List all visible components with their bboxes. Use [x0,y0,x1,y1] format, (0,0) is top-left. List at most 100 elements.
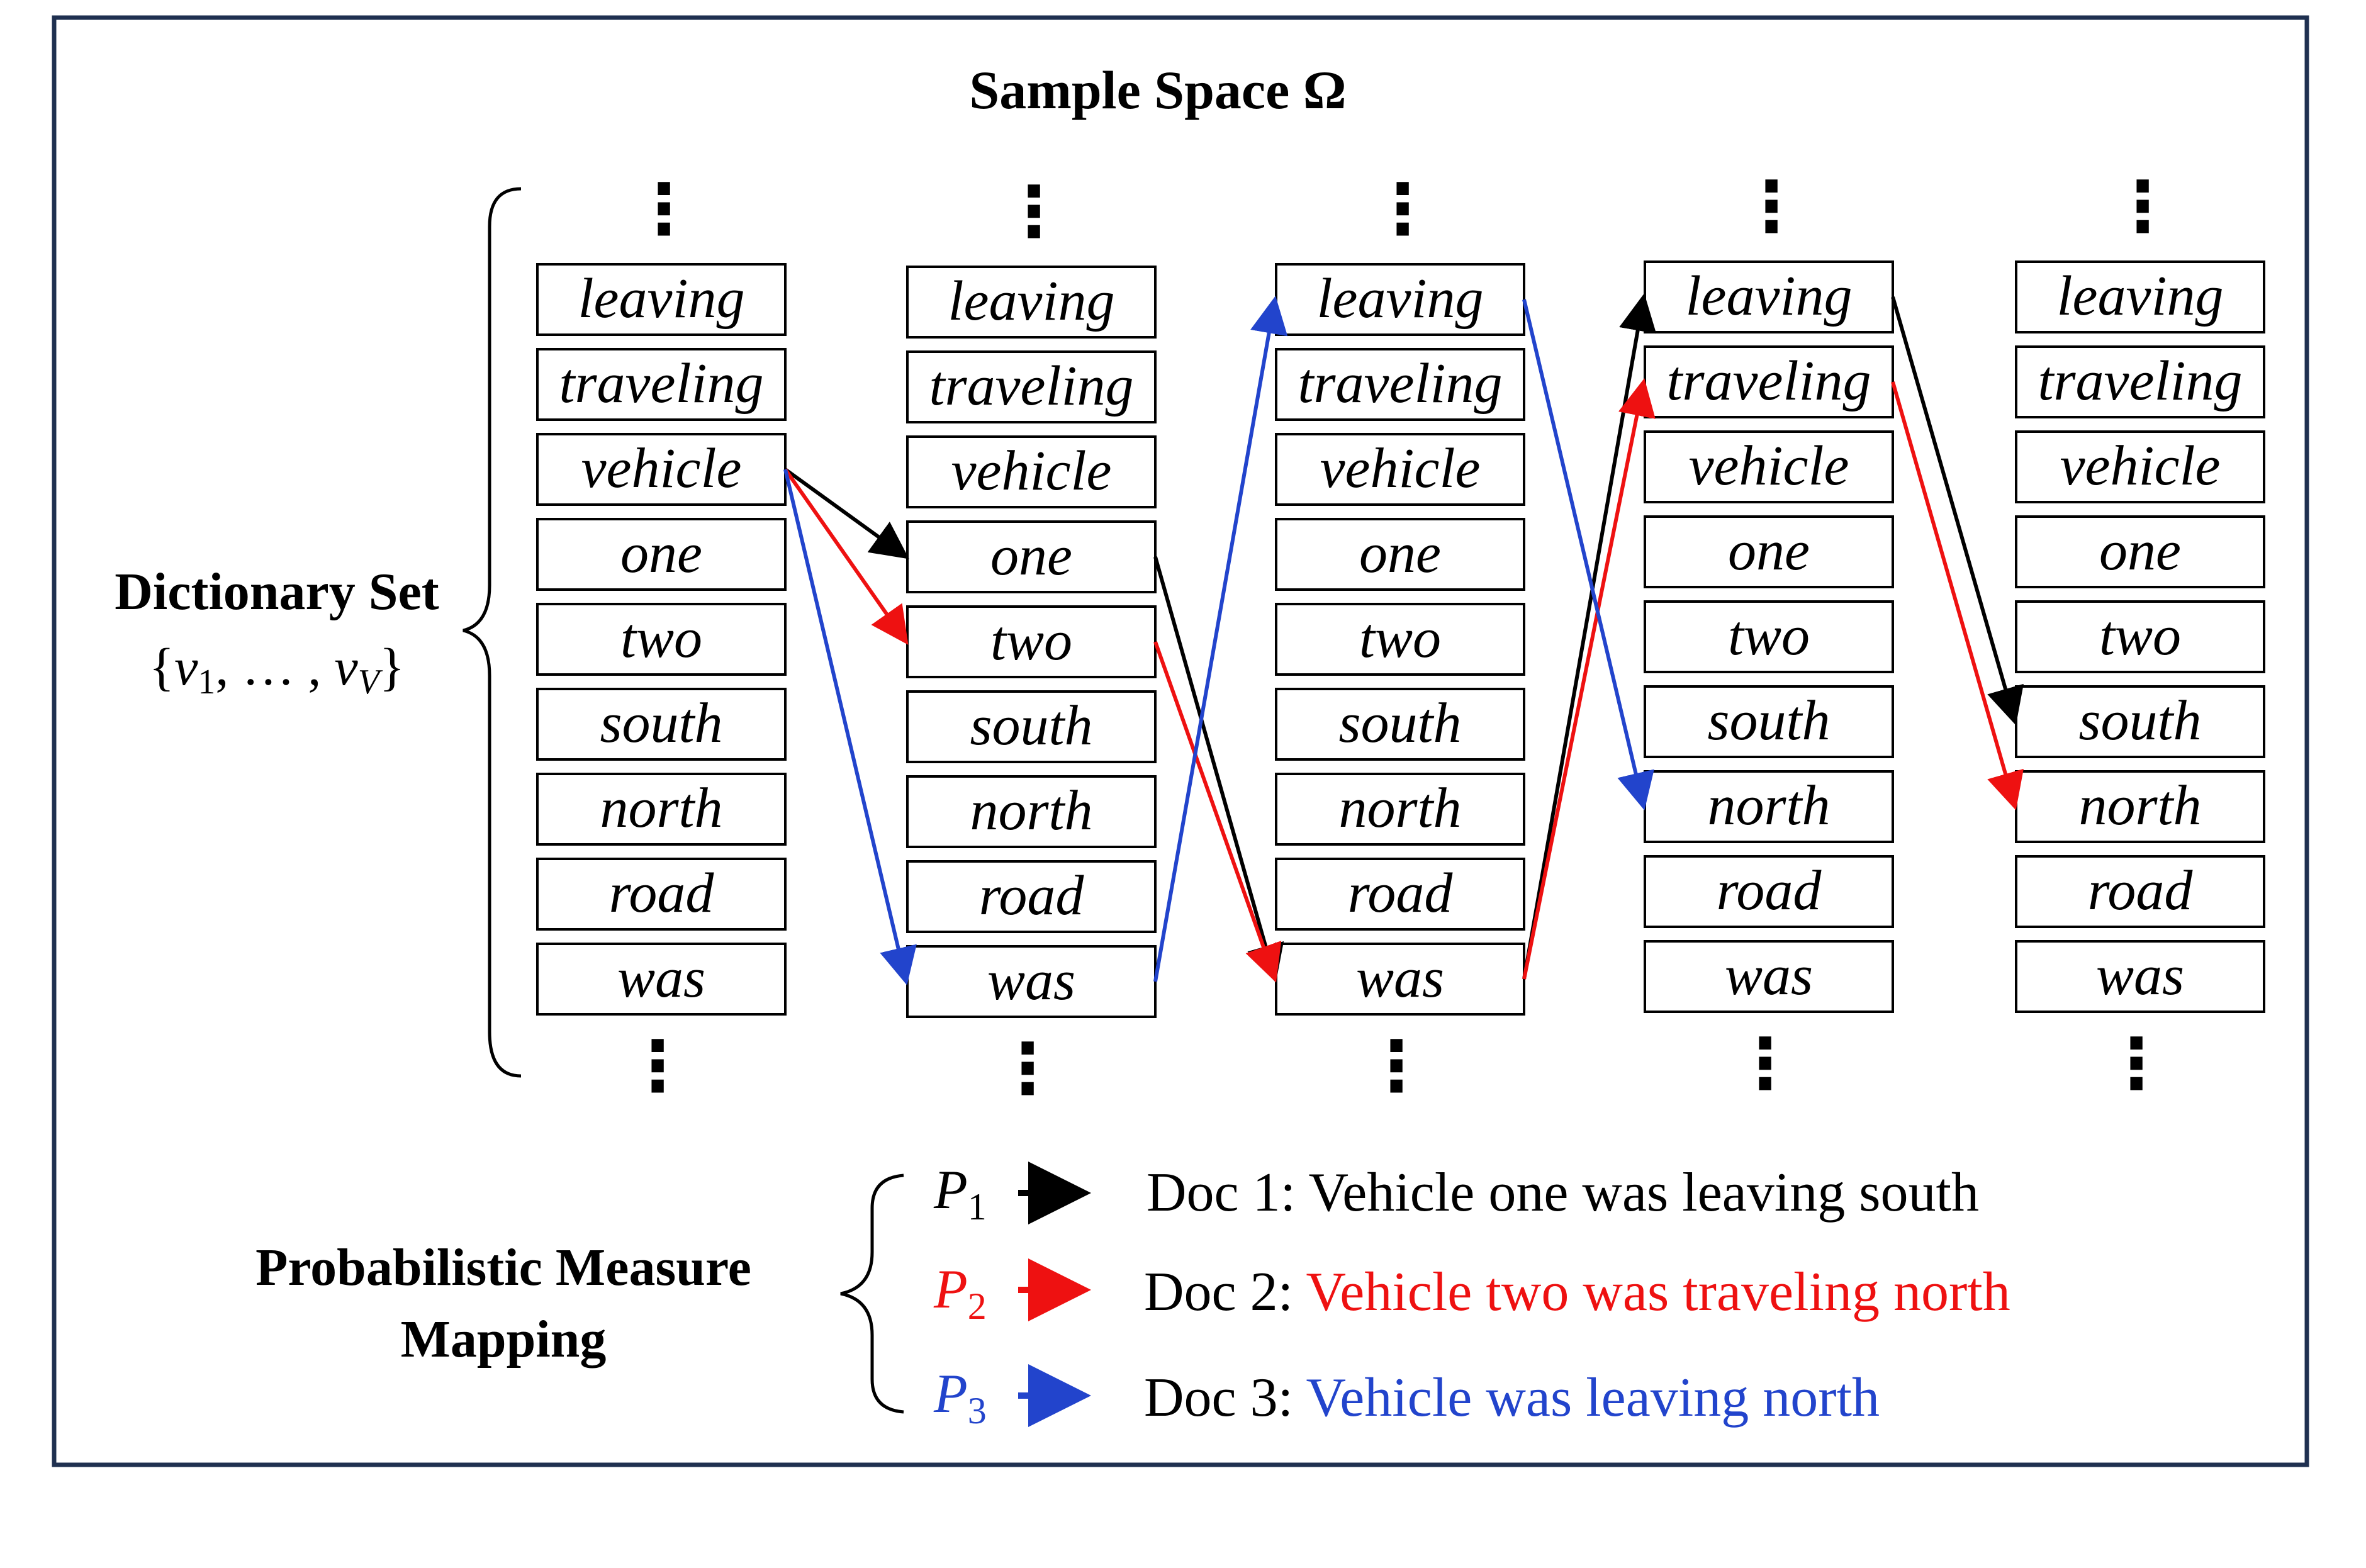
word-box [906,605,1157,678]
word-cell-road: road [536,858,787,931]
path-arrow-was-to-leaving [1153,296,1288,982]
word-column-2: ⋮leavingtravelingvehicleonetwosouthnorth… [906,171,1157,1109]
word-box [2015,345,2265,418]
legend-row-doc3: P3 Doc 3: Vehicle was leaving north [933,1364,1880,1431]
word-cell-south: south [536,688,787,761]
word-cell-road: road [906,860,1157,933]
word-label: two [1359,607,1441,669]
word-box [2015,855,2265,928]
path-doc-2 [783,378,2024,983]
word-cell-was: was [906,945,1157,1018]
path-arrow-leaving-to-north [1522,299,1654,810]
word-label: one [1728,520,1810,582]
word-cell-leaving: leaving [536,263,787,336]
word-cell-vehicle: vehicle [1275,433,1525,506]
word-label: north [1707,775,1830,837]
word-label: traveling [2038,350,2243,412]
column-3-ellipsis-bottom: ⋮ [1362,1026,1431,1106]
word-label: road [1348,862,1454,924]
word-label: south [600,692,722,754]
word-cell-north: north [1644,770,1894,843]
doc3-text: Doc 3: Vehicle was leaving north [1144,1367,1880,1428]
word-cell-leaving: leaving [1644,260,1894,333]
word-box [1644,260,1894,333]
column-2-ellipsis-top: ⋮ [999,171,1068,252]
mapping-label-line1: Probabilistic Measure [255,1238,751,1297]
word-label: leaving [578,267,745,330]
word-box [906,435,1157,508]
column-4-ellipsis-bottom: ⋮ [1730,1023,1800,1104]
word-label: was [1356,947,1444,1009]
word-cell-was: was [536,943,787,1016]
word-box [1644,515,1894,588]
word-cell-south: south [906,690,1157,763]
word-box [1644,940,1894,1013]
word-cell-vehicle: vehicle [906,435,1157,508]
word-label: north [600,777,722,839]
column-5-ellipsis-top: ⋮ [2108,166,2177,247]
word-box [1644,430,1894,503]
word-box [906,350,1157,423]
word-label: south [1707,690,1830,752]
word-column-5: ⋮leavingtravelingvehicleonetwosouthnorth… [2015,166,2265,1104]
word-cell-road: road [2015,855,2265,928]
word-box [1275,858,1525,931]
word-label: leaving [1317,267,1484,330]
word-box [536,773,787,846]
word-box [1275,773,1525,846]
word-cell-two: two [906,605,1157,678]
word-cell-vehicle: vehicle [2015,430,2265,503]
word-label: road [609,862,715,924]
word-box [536,348,787,421]
word-cell-one: one [536,518,787,591]
word-box [1644,345,1894,418]
dictionary-brace [463,187,522,1078]
word-box [1275,688,1525,761]
word-label: vehicle [581,437,742,500]
word-box [536,858,787,931]
word-box [1644,770,1894,843]
word-label: south [1338,692,1461,754]
word-label: was [987,949,1075,1012]
word-cell-leaving: leaving [2015,260,2265,333]
word-column-1: ⋮leavingtravelingvehicleonetwosouthnorth… [536,169,787,1106]
word-cell-one: one [2015,515,2265,588]
word-box [1275,603,1525,676]
word-box [536,688,787,761]
word-columns: ⋮ leaving traveling vehicle one two south north… [536,166,2265,1109]
column-3-ellipsis-top: ⋮ [1368,169,1437,249]
word-label: south [970,695,1092,757]
word-label: road [1717,860,1822,922]
word-label: traveling [929,355,1134,417]
word-box [2015,260,2265,333]
word-column-3: ⋮ leaving traveling vehicle one two south north… [1275,169,1525,1106]
word-cell-traveling: traveling [1275,348,1525,421]
mapping-brace [840,1173,904,1414]
mapping-label-line2: Mapping [401,1310,607,1369]
legend-row-doc2: P2 Doc 2: Vehicle two was traveling nort… [933,1258,2010,1327]
word-label: was [617,947,705,1009]
word-box [2015,940,2265,1013]
word-cell-one: one [1275,518,1525,591]
word-cell-road: road [1275,858,1525,931]
word-label: traveling [559,352,764,415]
word-cell-was: was [1644,940,1894,1013]
word-cell-two: two [536,603,787,676]
path-arrow-was-to-traveling [1522,378,1656,980]
word-label: vehicle [1689,435,1849,497]
column-5-ellipsis-bottom: ⋮ [2102,1023,2171,1104]
path-arrow-two-to-was [1153,641,1282,983]
word-cell-traveling: traveling [1644,345,1894,418]
word-cell-north: north [536,773,787,846]
word-cell-one: one [1644,515,1894,588]
word-cell-north: north [1275,773,1525,846]
word-label: leaving [948,270,1115,332]
word-box [536,518,787,591]
word-box [1644,685,1894,758]
word-box [906,690,1157,763]
path-doc-3 [783,296,1654,985]
word-box [1644,855,1894,928]
word-label: traveling [1298,352,1503,415]
dictionary-set-label: Dictionary Set [115,563,439,621]
